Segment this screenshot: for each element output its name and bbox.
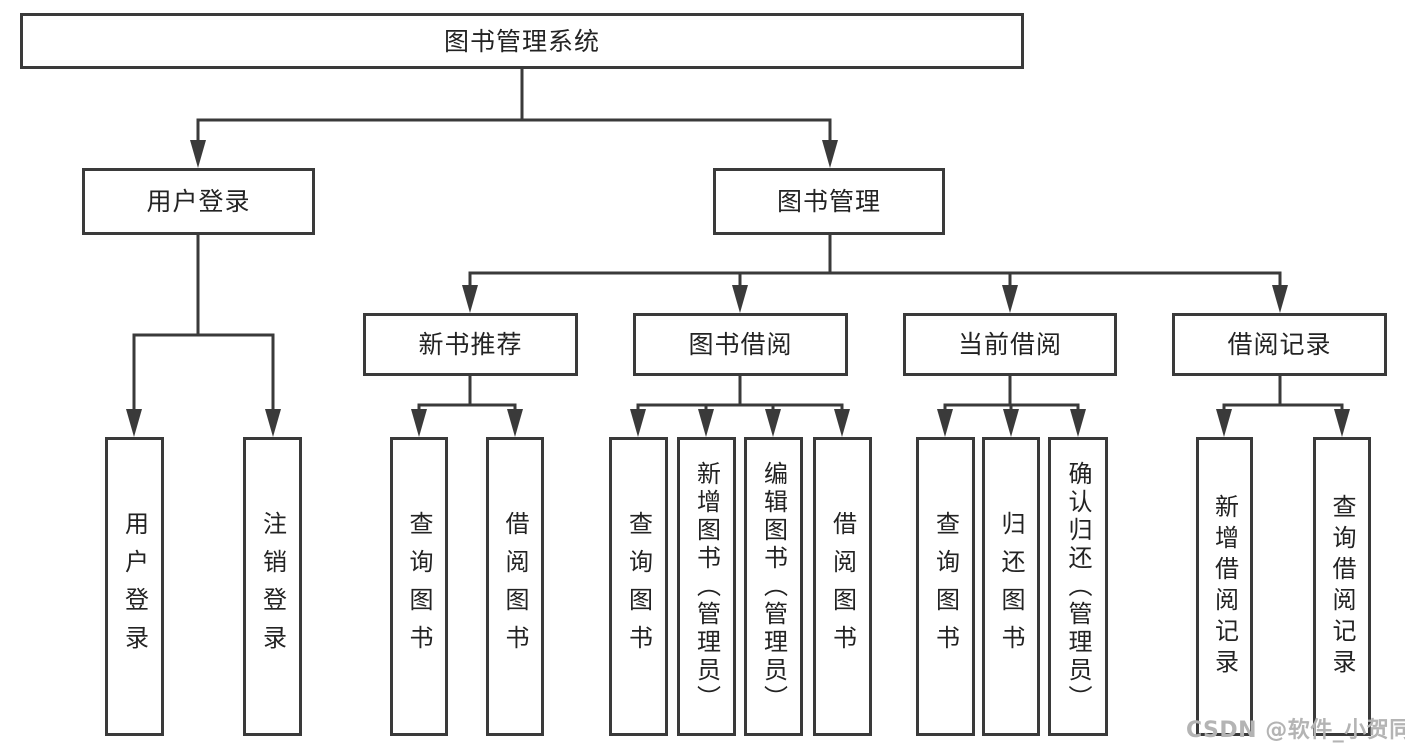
node-user-login: 用户登录 [82,168,315,235]
watermark: CSDN @软件_小贺同学 [1186,718,1405,743]
leaf-cb-query-books: 查询图书 [916,437,975,736]
leaf-bb-borrow-books: 借阅图书 [813,437,872,736]
leaf-user-login-label: 用户登录 [120,510,149,663]
leaf-cb-confirm-return-admin: 确认归还（管理员） [1048,437,1108,736]
node-book-management: 图书管理 [713,168,945,235]
leaf-br-query-record: 查询借阅记录 [1313,437,1371,736]
node-root: 图书管理系统 [20,13,1024,69]
node-book-borrowing: 图书借阅 [633,313,848,376]
leaf-bb-borrow-books-label: 借阅图书 [828,510,857,663]
leaf-cb-query-books-label: 查询图书 [931,510,960,663]
node-new-book-recommend: 新书推荐 [363,313,578,376]
leaf-bb-edit-books-admin-label: 编辑图书（管理员） [759,460,788,713]
node-borrowing-records: 借阅记录 [1172,313,1387,376]
leaf-logout: 注销登录 [243,437,302,736]
node-book-management-label: 图书管理 [776,187,881,216]
leaf-bb-add-books-admin-label: 新增图书（管理员） [692,460,721,713]
node-new-book-recommend-label: 新书推荐 [418,330,523,359]
leaf-bb-query-books: 查询图书 [609,437,668,736]
leaf-cb-confirm-return-admin-label: 确认归还（管理员） [1064,460,1092,713]
leaf-cb-return-books-label: 归还图书 [997,510,1025,663]
leaf-rec-query-books: 查询图书 [390,437,448,736]
leaf-bb-add-books-admin: 新增图书（管理员） [677,437,736,736]
node-root-label: 图书管理系统 [443,26,600,56]
leaf-user-login: 用户登录 [105,437,164,736]
leaf-br-add-record-label: 新增借阅记录 [1210,493,1239,680]
leaf-bb-edit-books-admin: 编辑图书（管理员） [744,437,803,736]
leaf-cb-return-books: 归还图书 [982,437,1040,736]
leaf-br-add-record: 新增借阅记录 [1196,437,1253,736]
node-current-borrowing-label: 当前借阅 [957,330,1062,359]
leaf-rec-borrow-books-label: 借阅图书 [501,510,529,663]
node-borrowing-records-label: 借阅记录 [1227,330,1332,359]
leaf-br-query-record-label: 查询借阅记录 [1328,493,1356,680]
leaf-rec-borrow-books: 借阅图书 [486,437,544,736]
leaf-rec-query-books-label: 查询图书 [405,510,433,663]
leaf-bb-query-books-label: 查询图书 [624,510,653,663]
node-user-login-label: 用户登录 [146,187,251,216]
node-current-borrowing: 当前借阅 [903,313,1117,376]
node-book-borrowing-label: 图书借阅 [688,330,793,359]
leaf-logout-label: 注销登录 [258,510,287,663]
